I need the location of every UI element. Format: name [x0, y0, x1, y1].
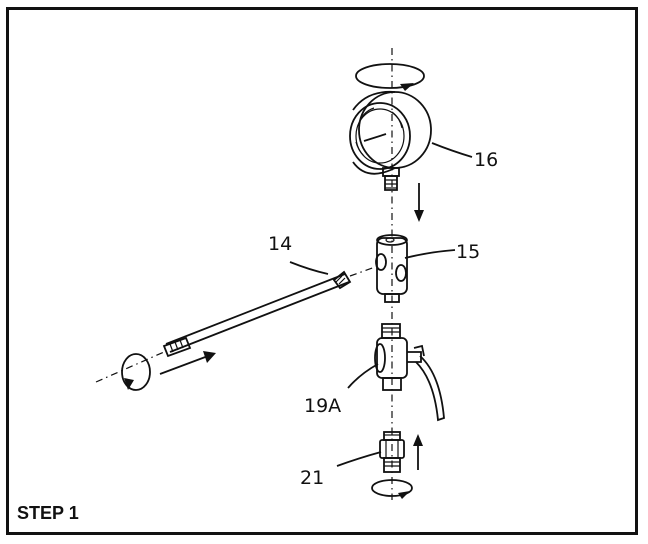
- part-number-21: 21: [300, 467, 324, 489]
- ball-valve: [374, 323, 445, 422]
- part-number-16: 16: [474, 149, 498, 171]
- leader-line-15: [404, 249, 456, 259]
- step-label: STEP 1: [17, 503, 79, 523]
- diagram-frame: [6, 7, 638, 535]
- rotation-arrow-rod: [121, 353, 151, 391]
- leader-line-19a: [347, 363, 379, 389]
- part-number-19a: 19A: [304, 395, 341, 417]
- leader-line-21: [336, 451, 382, 467]
- up-arrow-fitting: [413, 434, 423, 470]
- down-arrow-gauge: [414, 183, 424, 222]
- part-number-15: 15: [456, 241, 480, 263]
- rotation-arrow-top: [355, 63, 425, 91]
- insert-arrow-rod: [159, 351, 216, 375]
- rotation-arrow-bottom: [371, 479, 413, 499]
- leader-line-14: [289, 261, 329, 275]
- part-number-14: 14: [268, 233, 292, 255]
- pressure-gauge: [349, 90, 432, 191]
- extension-rod: [95, 265, 379, 383]
- adapter-fitting: [379, 431, 405, 473]
- leader-line-16: [431, 142, 473, 158]
